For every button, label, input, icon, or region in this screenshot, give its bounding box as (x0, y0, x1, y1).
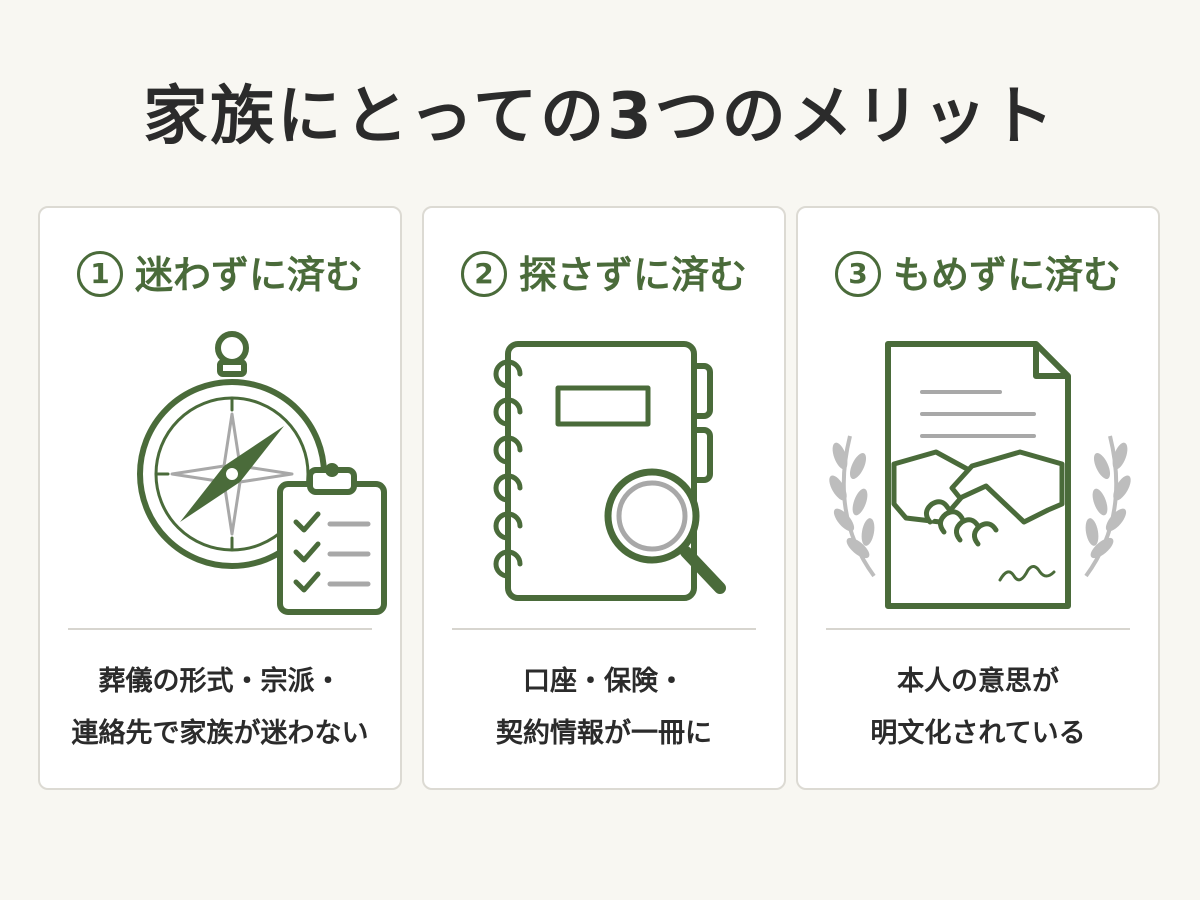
card-description-line: 本人の意思が (897, 666, 1059, 697)
card-number-badge: 3 (834, 250, 881, 297)
card-description-line: 契約情報が一冊に (496, 718, 712, 749)
document-handshake-icon (829, 341, 1131, 609)
compass-clipboard-icon (137, 331, 387, 615)
card-number-badge: 1 (76, 250, 123, 297)
card-description-line: 口座・保険・ (523, 666, 685, 697)
card-description-line: 葬儀の形式・宗派・ (98, 666, 342, 697)
card-description: 本人の意思が 明文化されている (798, 656, 1158, 760)
card-divider (826, 628, 1130, 630)
card-heading-text: 迷わずに済む (134, 253, 363, 297)
notebook-magnifier-icon (493, 341, 726, 601)
card-divider (68, 628, 372, 630)
card-description-line: 明文化されている (870, 718, 1086, 749)
card-divider (452, 628, 756, 630)
card-description: 葬儀の形式・宗派・ 連絡先で家族が迷わない (40, 656, 400, 760)
card-heading-text: 探さずに済む (518, 253, 747, 297)
card-heading-text: もめずに済む (892, 253, 1121, 297)
card-description-line: 連絡先で家族が迷わない (71, 718, 369, 749)
card-description: 口座・保険・ 契約情報が一冊に (424, 656, 784, 760)
page-title: 家族にとっての3つのメリット (143, 80, 1057, 154)
card-number-badge: 2 (460, 250, 507, 297)
